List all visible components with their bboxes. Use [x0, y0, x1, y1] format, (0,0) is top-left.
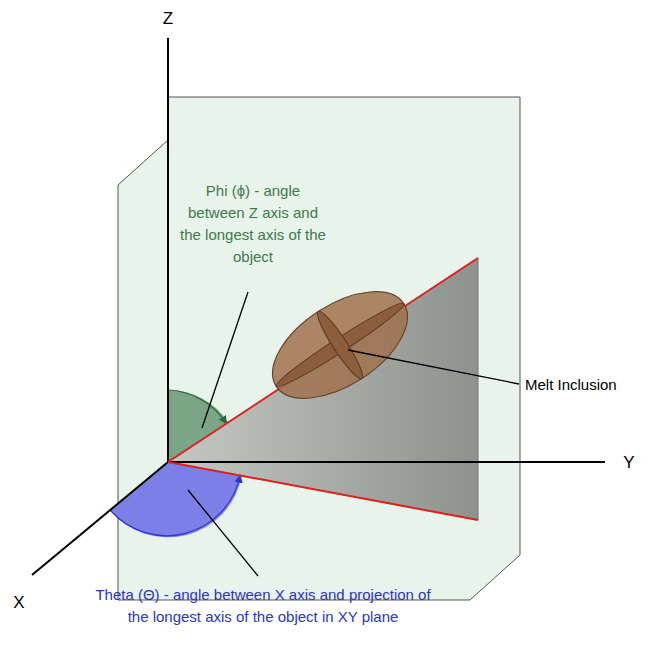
- angle-note: Phi (ϕ) - angle between Z axis and the l…: [178, 180, 328, 268]
- y-axis: [168, 461, 605, 463]
- z-axis: [167, 38, 169, 462]
- x-axis: [32, 462, 168, 575]
- theta-arc: [110, 476, 240, 536]
- theta-wedge: [110, 462, 242, 537]
- longest-axis-line: [168, 258, 478, 462]
- axis-label: X: [4, 592, 34, 614]
- axis-label: Y: [614, 452, 644, 474]
- phi-arc: [168, 390, 226, 423]
- melt-inclusion-ellipsoid: [254, 270, 425, 420]
- projection-line: [168, 462, 478, 520]
- phi-wedge: [168, 390, 228, 462]
- axis-label: Z: [150, 8, 186, 30]
- part-label: Melt Inclusion: [525, 374, 650, 396]
- melt-leader: [348, 350, 519, 384]
- theta-leader: [188, 490, 258, 576]
- phi-leader: [202, 292, 248, 428]
- angle-note: Theta (Θ) - angle between X axis and pro…: [88, 584, 438, 628]
